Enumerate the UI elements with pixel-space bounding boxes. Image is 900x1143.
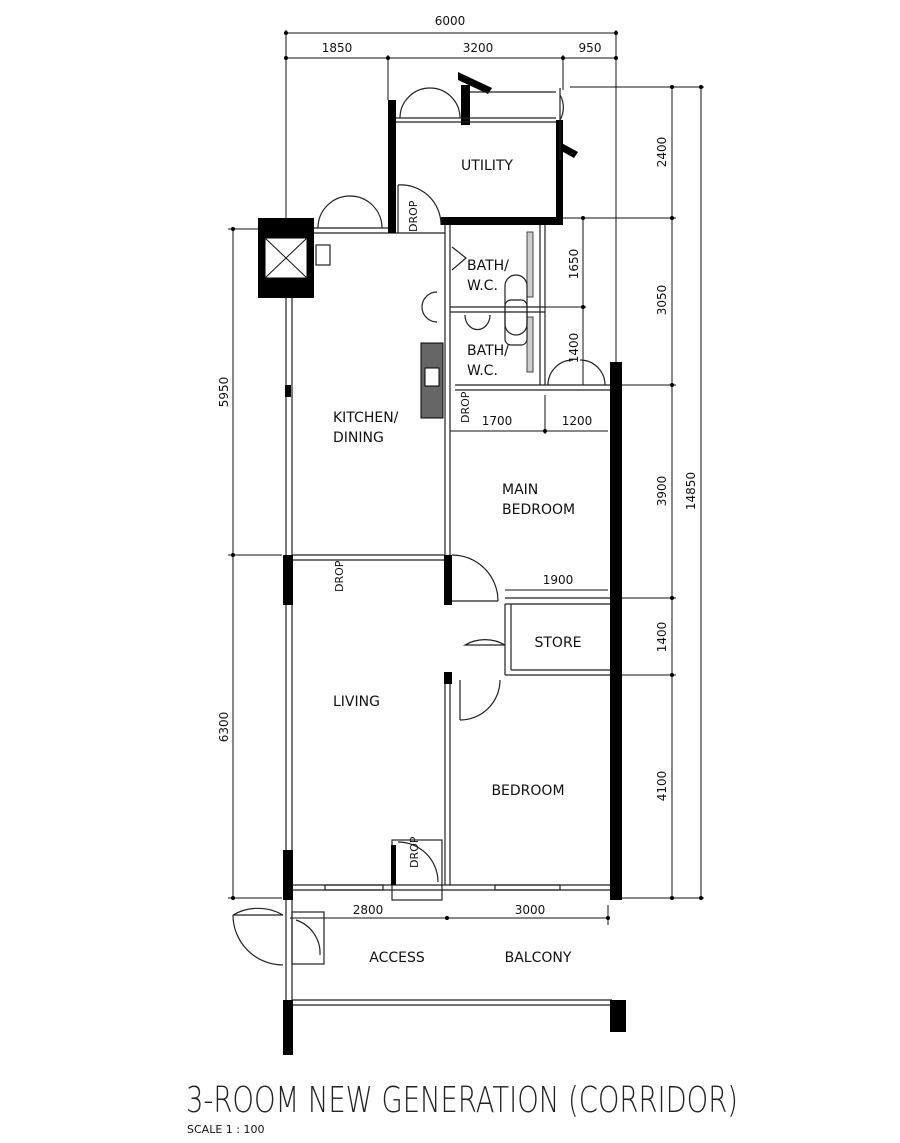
dimension-labels: 6000 1850 3200 950 2400 3050 3900 1400 4… xyxy=(217,14,698,917)
area-access: ACCESS xyxy=(369,950,425,966)
dim-top-b: 3200 xyxy=(463,41,494,55)
dim-bottom-b: 3000 xyxy=(515,903,546,917)
dim-right-total: 14850 xyxy=(684,472,698,510)
dimension-lines xyxy=(228,30,704,925)
dim-mid-b: 1200 xyxy=(562,414,593,428)
dim-right-e: 4100 xyxy=(655,771,669,802)
room-living: LIVING xyxy=(333,694,380,710)
room-dining: DINING xyxy=(333,430,384,446)
dim-right-a: 2400 xyxy=(655,137,669,168)
walls xyxy=(232,72,626,1055)
dim-top-a: 1850 xyxy=(322,41,353,55)
dim-store-width: 1900 xyxy=(543,573,574,587)
room-main-bedroom: MAIN xyxy=(502,482,538,498)
area-balcony: BALCONY xyxy=(505,950,572,966)
dim-top-total: 6000 xyxy=(435,14,466,28)
dim-right-d: 1400 xyxy=(655,622,669,653)
room-bath-1-wc: W.C. xyxy=(467,278,498,294)
room-bath-2: BATH/ xyxy=(467,343,509,359)
drop-label-bath: DROP xyxy=(459,391,472,423)
dim-right-c: 3900 xyxy=(655,476,669,507)
dim-mid-a: 1700 xyxy=(482,414,513,428)
dim-top-c: 950 xyxy=(579,41,602,55)
room-store: STORE xyxy=(534,635,581,651)
drop-label-bedroom: DROP xyxy=(408,836,421,868)
dim-left-b: 6300 xyxy=(217,712,231,743)
room-kitchen: KITCHEN/ xyxy=(333,410,399,426)
plan-scale: SCALE 1 : 100 xyxy=(187,1123,264,1136)
dim-bottom-a: 2800 xyxy=(353,903,384,917)
plan-title: 3-ROOM NEW GENERATION (CORRIDOR) xyxy=(186,1080,738,1121)
drop-label-utility: DROP xyxy=(407,200,420,232)
room-main-bedroom-2: BEDROOM xyxy=(502,502,575,518)
dim-right-b: 3050 xyxy=(655,285,669,316)
room-bath-2-wc: W.C. xyxy=(467,363,498,379)
room-bath-1: BATH/ xyxy=(467,258,509,274)
dim-left-a: 5950 xyxy=(217,377,231,408)
dim-bath-a: 1650 xyxy=(567,249,581,280)
room-labels: UTILITY BATH/ W.C. BATH/ W.C. KITCHEN/ D… xyxy=(333,158,582,966)
drop-label-living: DROP xyxy=(333,560,346,592)
room-bedroom: BEDROOM xyxy=(491,783,564,799)
room-utility: UTILITY xyxy=(461,158,513,174)
dim-bath-b: 1400 xyxy=(567,333,581,364)
